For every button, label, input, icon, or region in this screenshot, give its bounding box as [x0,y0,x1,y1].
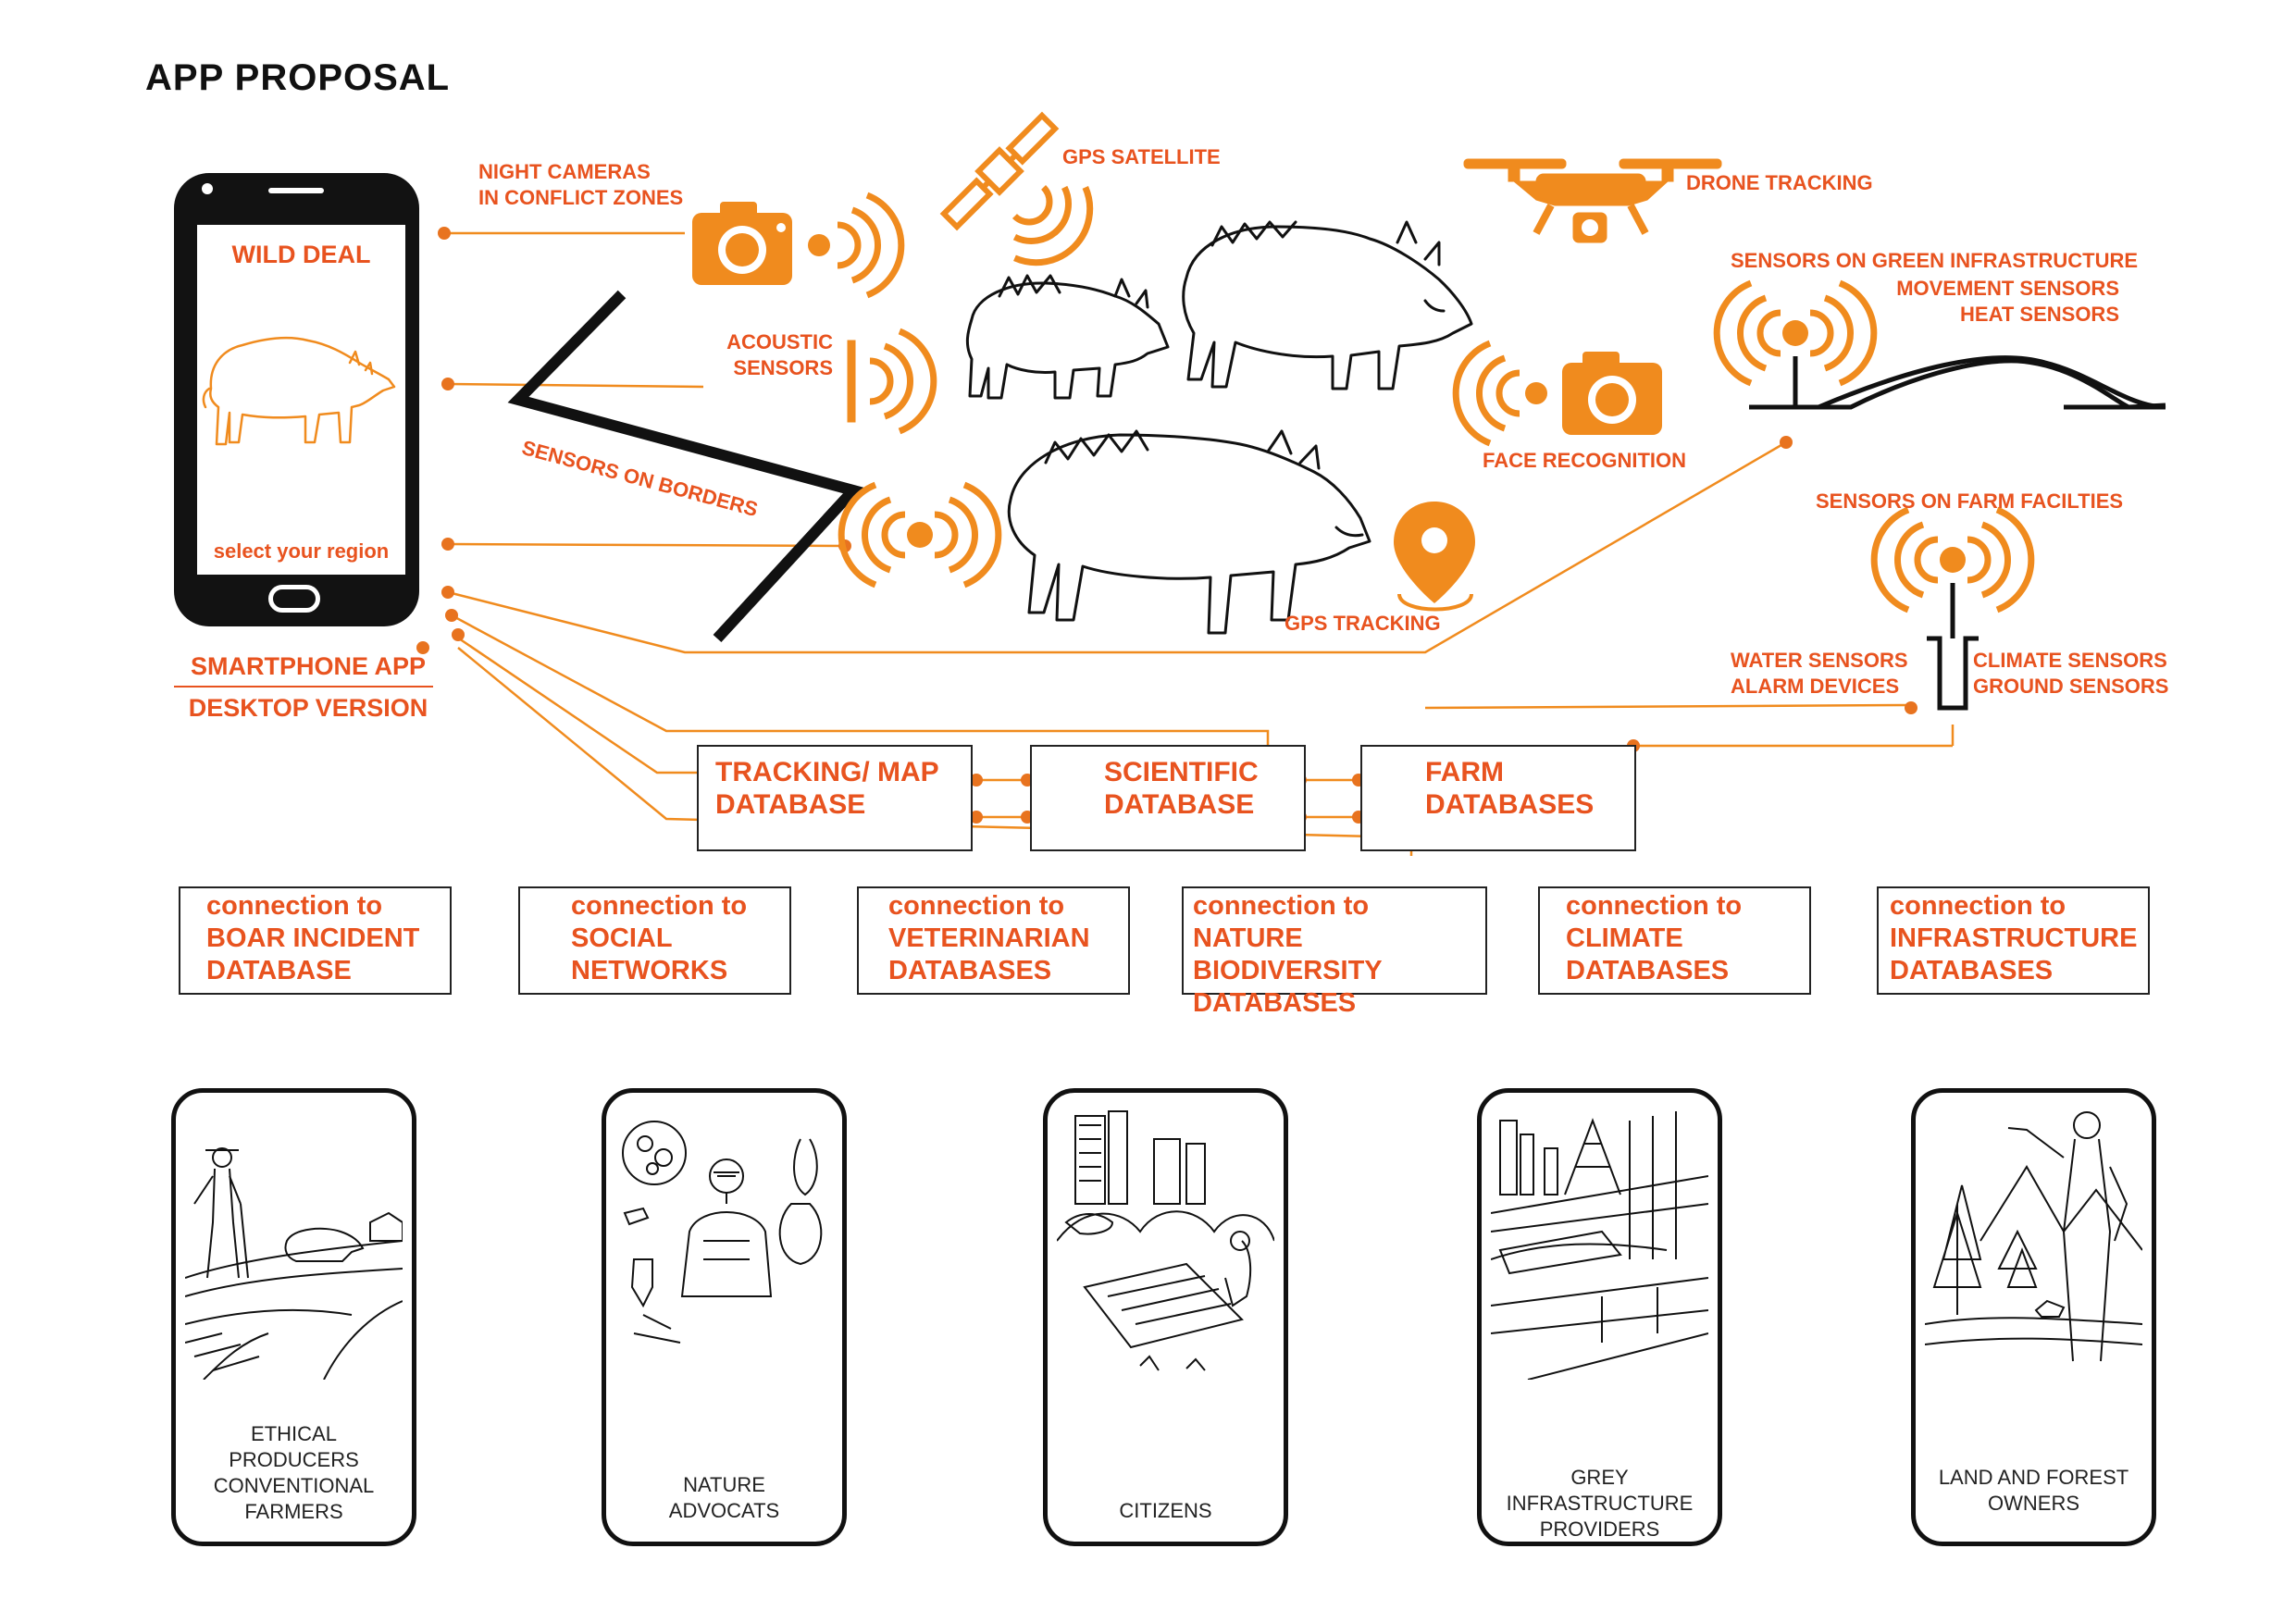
climate-ground-sensors-label: CLIMATE SENSORS GROUND SENSORS [1973,649,2169,698]
user-card-grey-infrastructure[interactable]: GREY INFRASTRUCTURE PROVIDERS [1477,1088,1722,1546]
green-infrastructure-label: SENSORS ON GREEN INFRASTRUCTURE [1731,249,2139,272]
acoustic-sensor-icon [847,331,934,431]
connection-veterinarian[interactable]: connection to VETERINARIAN DATABASES [857,886,1130,995]
satellite-icon [939,111,1060,231]
desktop-version-label: DESKTOP VERSION [188,694,428,722]
connection-prefix: connection to [888,891,1065,921]
farm-facility-sensor-icon [1874,510,2031,610]
border-zigzag [507,290,864,643]
border-sensor-icon [841,485,999,585]
farmer-illustration-icon [185,1147,403,1380]
app-name: WILD DEAL [231,241,371,268]
forest-owner-illustration-icon [1925,1111,2142,1362]
signal-waves-icon [808,195,901,295]
camera-icon [692,202,792,285]
smartphone-app-label: SMARTPHONE APP [190,652,427,680]
select-region-link[interactable]: select your region [213,539,390,563]
connection-prefix: connection to [1566,891,1743,921]
farm-facility-post [1927,583,1979,711]
connection-target: CLIMATE DATABASES [1566,923,1730,985]
scientific-database[interactable]: SCIENTIFIC DATABASE [1030,745,1306,851]
boar-sketch-icon [965,220,1473,635]
connection-target: INFRASTRUCTURE DATABASES [1890,923,2138,985]
page-title: APP PROPOSAL [145,57,451,98]
connection-climate[interactable]: connection to CLIMATE DATABASES [1538,886,1811,995]
city-park-illustration-icon [1057,1110,1274,1371]
connection-social-networks[interactable]: connection to SOCIAL NETWORKS [518,886,791,995]
user-card-land-forest-owners[interactable]: LAND AND FOREST OWNERS [1911,1088,2156,1546]
farm-facilities-label: SENSORS ON FARM FACILTIES [1816,489,2124,513]
infrastructure-illustration-icon [1491,1111,1708,1380]
face-recognition-label: FACE RECOGNITION [1483,449,1687,472]
phone-home-button[interactable] [268,585,320,613]
connection-target: SOCIAL NETWORKS [571,923,728,985]
gps-pin-icon [1394,502,1475,612]
connection-infrastructure[interactable]: connection to INFRASTRUCTURE DATABASES [1877,886,2150,995]
face-recognition-camera-icon [1562,352,1662,435]
drone-icon [1463,158,1722,243]
water-alarm-sensors-label: WATER SENSORS ALARM DEVICES [1731,649,1908,698]
user-label-farmers: ETHICAL PRODUCERS CONVENTIONAL FARMERS [213,1422,375,1523]
connection-prefix: connection to [1890,891,2066,921]
phone-speaker [268,188,324,193]
farm-databases[interactable]: FARM DATABASES [1360,745,1636,851]
connection-prefix: connection to [206,891,383,921]
user-label-grey-infrastructure: GREY INFRASTRUCTURE PROVIDERS [1506,1466,1694,1541]
gps-satellite-label: GPS SATELLITE [1062,145,1221,168]
user-card-citizens[interactable]: CITIZENS [1043,1088,1288,1546]
connection-target: BOAR INCIDENT DATABASE [206,923,420,985]
face-recognition-signal-icon [1456,343,1547,443]
connection-boar-incident[interactable]: connection to BOAR INCIDENT DATABASE [179,886,452,995]
user-label-land-forest-owners: LAND AND FOREST OWNERS [1938,1466,2129,1515]
acoustic-sensors-label: ACOUSTIC SENSORS [726,330,833,379]
connection-nature-biodiversity[interactable]: connection to NATURE BIODIVERSITY DATABA… [1182,886,1487,1018]
green-infrastructure-hill [1749,355,2166,410]
drone-tracking-label: DRONE TRACKING [1686,171,1873,194]
user-label-citizens: CITIZENS [1119,1499,1212,1522]
scientist-illustration-icon [622,1121,823,1344]
movement-heat-sensors-label: MOVEMENT SENSORS HEAT SENSORS [1896,277,2119,326]
connection-target: NATURE BIODIVERSITY DATABASES [1193,923,1383,1018]
tracking-map-database[interactable]: TRACKING/ MAP DATABASE [697,745,973,851]
connection-prefix: connection to [1193,891,1370,921]
version-divider [174,686,433,688]
green-infrastructure-sensor-icon [1717,283,1874,383]
gps-tracking-label: GPS TRACKING [1285,612,1441,635]
connection-target: VETERINARIAN DATABASES [888,923,1090,985]
night-cameras-label: NIGHT CAMERAS IN CONFLICT ZONES [478,160,684,209]
user-card-farmers[interactable]: ETHICAL PRODUCERS CONVENTIONAL FARMERS [171,1088,416,1546]
connection-prefix: connection to [571,891,748,921]
user-label-nature-advocats: NATURE ADVOCATS [668,1473,780,1522]
phone-camera-dot [202,183,213,194]
user-card-nature-advocats[interactable]: NATURE ADVOCATS [602,1088,847,1546]
